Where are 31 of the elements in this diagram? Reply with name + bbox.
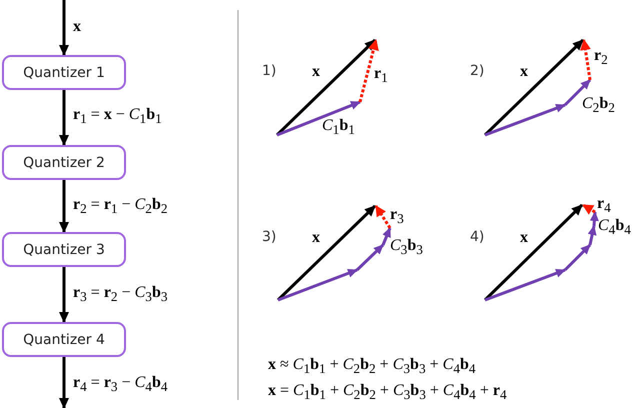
- vector-label: r$_{1}$: [374, 66, 388, 85]
- arrow: [59, 267, 69, 323]
- process-box: [2, 145, 126, 180]
- vector-label: x: [312, 64, 320, 80]
- node-label: Quantizer 4: [23, 332, 105, 348]
- vector-label: r$_{3}$: [390, 207, 404, 226]
- vector-label: x: [520, 64, 528, 80]
- arrow: [59, 180, 69, 233]
- panel-number: 1): [262, 64, 276, 78]
- panel-number: 3): [262, 230, 276, 244]
- vector-label: C$_{3}$b$_{3}$: [390, 238, 423, 257]
- arrow: [59, 90, 69, 146]
- vector-label: r$_{2}$: [594, 48, 608, 67]
- vector-label: C$_{4}$b$_{4}$: [598, 218, 631, 237]
- node-label: Quantizer 3: [23, 242, 105, 258]
- process-box: [2, 55, 126, 90]
- arrow: [59, 357, 69, 408]
- arrow: [59, 0, 69, 56]
- equation: x = C$_{1}$b$_{1}$ + C$_{2}$b$_{2}$ + C$_{3}$b$_{3}$ + C$_{4}$b$_{4}$ + r$_{4}$: [268, 383, 507, 402]
- vector-label: C$_{2}$b$_{2}$: [582, 96, 615, 115]
- process-box: [2, 322, 126, 357]
- vector-label: C$_{1}$b$_{1}$: [322, 118, 355, 137]
- process-box: [2, 232, 126, 267]
- panel-number: 4): [470, 230, 484, 244]
- node-label: Quantizer 2: [23, 154, 105, 170]
- panel-number: 2): [470, 64, 484, 78]
- equation: x ≈ C$_{1}$b$_{1}$ + C$_{2}$b$_{2}$ + C$_{3}$b$_{3}$ + C$_{4}$b$_{4}$: [268, 357, 476, 376]
- node-label: Quantizer 1: [23, 64, 105, 80]
- vector-label: r$_{4}$: [597, 196, 611, 215]
- vector-label: x: [312, 230, 320, 246]
- vector-label: x: [520, 230, 528, 246]
